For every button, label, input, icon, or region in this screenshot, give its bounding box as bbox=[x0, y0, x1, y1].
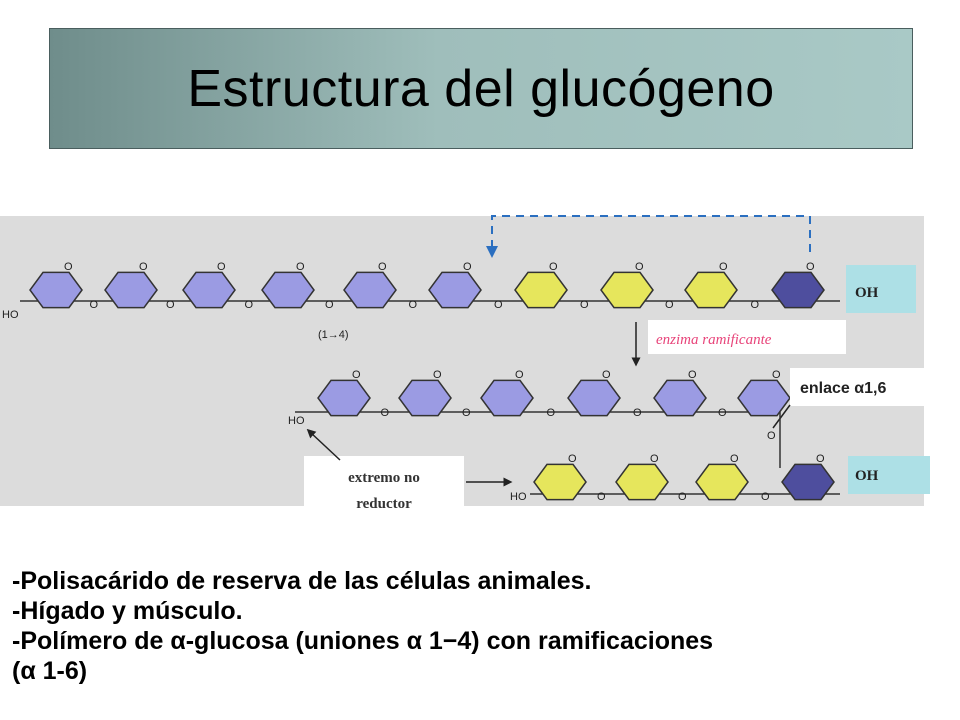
glucose-ring: O bbox=[317, 369, 371, 417]
glucose-ring: O bbox=[398, 369, 452, 417]
end-label-box bbox=[304, 456, 464, 524]
glucose-ring: O bbox=[428, 261, 482, 309]
bullet-line: (α 1-6) bbox=[12, 657, 88, 685]
glycosidic-oxygen: O bbox=[409, 299, 418, 311]
ring-oxygen: O bbox=[463, 261, 472, 273]
ho-label-bottom: HO bbox=[510, 491, 527, 503]
ring-oxygen: O bbox=[515, 369, 524, 381]
ring-oxygen: O bbox=[296, 261, 305, 273]
glycosidic-oxygen: O bbox=[678, 491, 687, 503]
ring-oxygen: O bbox=[730, 453, 739, 465]
oh-box-top: OH bbox=[846, 265, 916, 313]
bond-label-box bbox=[790, 368, 956, 406]
glucose-ring: O bbox=[600, 261, 654, 309]
glycosidic-oxygen: O bbox=[761, 491, 770, 503]
ring-oxygen: O bbox=[217, 261, 226, 273]
glycosidic-oxygen: O bbox=[462, 407, 471, 419]
linkage-label: (1→4) bbox=[318, 329, 349, 341]
ring-oxygen: O bbox=[806, 261, 815, 273]
glycosidic-oxygen: O bbox=[580, 299, 589, 311]
ho-label-top: HO bbox=[2, 309, 19, 321]
ring-oxygen: O bbox=[64, 261, 73, 273]
ring-oxygen: O bbox=[378, 261, 387, 273]
ho-label-middle: HO bbox=[288, 415, 305, 427]
ring-oxygen: O bbox=[568, 453, 577, 465]
ring-oxygen: O bbox=[139, 261, 148, 273]
bond-pointer bbox=[772, 404, 791, 429]
glucose-ring: O bbox=[771, 261, 825, 309]
glucose-ring: O bbox=[781, 453, 835, 501]
glucose-ring: O bbox=[104, 261, 158, 309]
title-banner: Estructura del glucógeno bbox=[49, 28, 913, 149]
oh-label-bottom: OH bbox=[855, 468, 879, 484]
bullet-line: -Hígado y músculo. bbox=[12, 597, 243, 625]
glucose-ring: O bbox=[514, 261, 568, 309]
glycosidic-oxygen: O bbox=[597, 491, 606, 503]
ring-oxygen: O bbox=[602, 369, 611, 381]
ring-oxygen: O bbox=[650, 453, 659, 465]
glycosidic-oxygen: O bbox=[245, 299, 254, 311]
bullet-line: -Polisacárido de reserva de las células … bbox=[12, 567, 592, 595]
glycosidic-oxygen: O bbox=[751, 299, 760, 311]
ring-oxygen: O bbox=[772, 369, 781, 381]
glycosidic-oxygen: O bbox=[90, 299, 99, 311]
glycosidic-oxygen: O bbox=[665, 299, 674, 311]
dashed-transfer-arrow bbox=[486, 215, 811, 258]
glycosidic-oxygen: O bbox=[633, 407, 642, 419]
glucose-ring: O bbox=[182, 261, 236, 309]
ring-oxygen: O bbox=[719, 261, 728, 273]
ring-oxygen: O bbox=[352, 369, 361, 381]
ring-oxygen: O bbox=[433, 369, 442, 381]
glucose-ring: O bbox=[615, 453, 669, 501]
page-title: Estructura del glucógeno bbox=[187, 59, 775, 118]
bullet-list: -Polisacárido de reserva de las células … bbox=[12, 566, 952, 686]
glucose-ring: O bbox=[343, 261, 397, 309]
ring-oxygen: O bbox=[688, 369, 697, 381]
glucose-ring: O bbox=[533, 453, 587, 501]
oh-box-bottom: OH bbox=[848, 456, 930, 494]
glycosidic-oxygen: O bbox=[325, 299, 334, 311]
bond-label: enlace α1,6 bbox=[800, 380, 886, 397]
end-arrow-up bbox=[306, 428, 341, 461]
glucose-ring: O bbox=[480, 369, 534, 417]
branch-link-o: O bbox=[767, 430, 776, 442]
glycosidic-oxygen: O bbox=[547, 407, 556, 419]
glucose-ring: O bbox=[567, 369, 621, 417]
end-label-line2: reductor bbox=[356, 496, 412, 512]
glucose-ring: O bbox=[737, 369, 791, 417]
glycosidic-oxygen: O bbox=[381, 407, 390, 419]
glucose-ring: O bbox=[695, 453, 749, 501]
glucose-ring: O bbox=[653, 369, 707, 417]
glucose-ring: O bbox=[261, 261, 315, 309]
glycosidic-oxygen: O bbox=[494, 299, 503, 311]
glucose-ring: O bbox=[684, 261, 738, 309]
oh-label-top: OH bbox=[855, 285, 879, 301]
glycosidic-oxygen: O bbox=[718, 407, 727, 419]
enzyme-label: enzima ramificante bbox=[656, 332, 772, 348]
glucose-ring: O bbox=[29, 261, 83, 309]
ring-oxygen: O bbox=[635, 261, 644, 273]
ring-oxygen: O bbox=[549, 261, 558, 273]
glycosidic-oxygen: O bbox=[166, 299, 175, 311]
ring-oxygen: O bbox=[816, 453, 825, 465]
glucose-units: O O O O O O O O O O O O O O O O O O O O O O O O O O O O O O O O O O O O O bbox=[29, 261, 835, 503]
bullet-line: -Polímero de α-glucosa (uniones α 1−4) c… bbox=[12, 627, 714, 655]
end-label-line1: extremo no bbox=[348, 470, 420, 486]
enzyme-label-box bbox=[648, 320, 846, 354]
